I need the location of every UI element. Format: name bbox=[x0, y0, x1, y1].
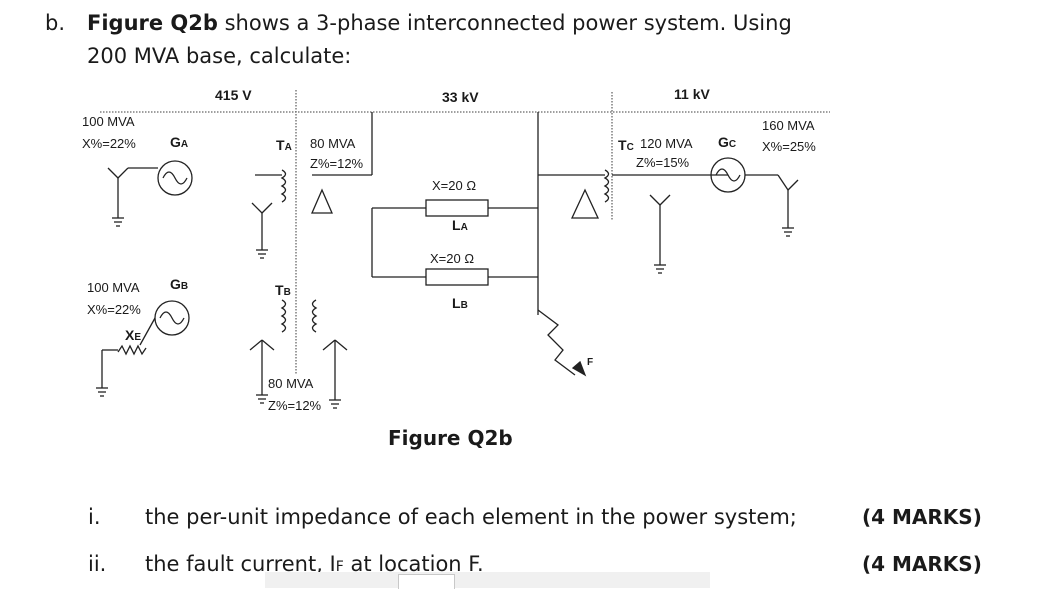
line-b-name: LB bbox=[452, 295, 468, 311]
figure-reference: Figure Q2b bbox=[87, 11, 218, 35]
gen-a-reactance: X%=22% bbox=[82, 136, 136, 151]
bus-11kv-label: 11 kV bbox=[674, 86, 710, 102]
trans-b-name: TB bbox=[275, 282, 291, 298]
gen-c-name: GC bbox=[718, 134, 737, 150]
xe-label: XE bbox=[125, 327, 142, 343]
gen-a-name: GA bbox=[170, 134, 189, 150]
task-2-marks: (4 MARKS) bbox=[862, 552, 982, 576]
question-text-1: shows a 3-phase interconnected power sys… bbox=[217, 11, 792, 35]
gen-a-star bbox=[107, 167, 119, 179]
fault-arrow bbox=[571, 360, 587, 377]
gen-a-rating: 100 MVA bbox=[82, 114, 135, 129]
trans-c-rating: 120 MVA bbox=[640, 136, 693, 151]
trans-c-impedance: Z%=15% bbox=[636, 155, 690, 170]
line-b-reactance: X=20 Ω bbox=[430, 251, 475, 266]
trans-b-rating: 80 MVA bbox=[268, 376, 314, 391]
line-b-impedance bbox=[425, 268, 489, 286]
fault-path bbox=[537, 309, 576, 376]
trans-b-impedance: Z%=12% bbox=[268, 398, 322, 413]
gen-c-reactance: X%=25% bbox=[762, 139, 816, 154]
task-2-number: ii. bbox=[88, 552, 107, 576]
gen-b-rating: 100 MVA bbox=[87, 280, 140, 295]
fault-label: F bbox=[587, 357, 594, 368]
trans-c-delta bbox=[570, 188, 600, 219]
trans-a-rating: 80 MVA bbox=[310, 136, 356, 151]
line-a-name: LA bbox=[452, 217, 468, 233]
trans-a-delta bbox=[311, 188, 333, 214]
trans-c-winding bbox=[603, 169, 610, 203]
trans-b-winding-2 bbox=[311, 299, 318, 333]
figure-caption: Figure Q2b bbox=[388, 426, 513, 450]
task-1-marks: (4 MARKS) bbox=[862, 505, 982, 529]
bus-33kv-label: 33 kV bbox=[442, 89, 479, 105]
trans-c-name: TC bbox=[618, 137, 634, 153]
trans-a-winding bbox=[280, 169, 287, 203]
trans-a-name: TA bbox=[276, 137, 292, 153]
question-line-1: Figure Q2b shows a 3-phase interconnecte… bbox=[87, 11, 792, 35]
question-line-2: 200 MVA base, calculate: bbox=[87, 44, 352, 68]
trans-a-impedance: Z%=12% bbox=[310, 156, 364, 171]
gen-a-symbol bbox=[157, 160, 193, 196]
xe-resistor bbox=[117, 344, 147, 356]
line-a-reactance: X=20 Ω bbox=[432, 178, 477, 193]
task-1-number: i. bbox=[88, 505, 101, 529]
gen-b-name: GB bbox=[170, 276, 189, 292]
bottom-toolbar-strip bbox=[265, 572, 710, 588]
bottom-toolbar-tab[interactable] bbox=[398, 574, 455, 589]
line-a-impedance bbox=[425, 199, 489, 217]
gen-c-rating: 160 MVA bbox=[762, 118, 815, 133]
bus-415v-label: 415 V bbox=[215, 87, 252, 103]
question-label: b. bbox=[45, 11, 66, 35]
trans-b-winding-1 bbox=[280, 299, 287, 333]
task-1-text: the per-unit impedance of each element i… bbox=[145, 505, 797, 529]
gen-b-reactance: X%=22% bbox=[87, 302, 141, 317]
